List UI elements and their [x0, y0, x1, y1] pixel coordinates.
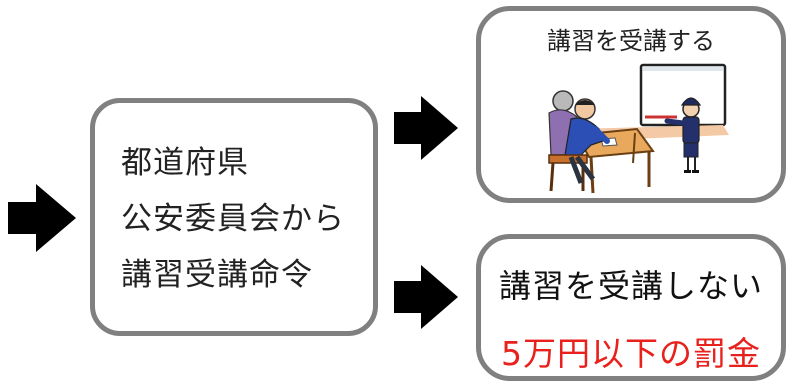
attend-lecture-box: 講習を受講する — [476, 6, 786, 203]
command-box: 都道府県 公安委員会から 講習受講命令 — [90, 98, 378, 336]
classroom-lecture-illustration — [548, 63, 729, 194]
main-line-3: 講習受講命令 — [121, 257, 313, 293]
not-attend-title: 講習を受講しない — [498, 267, 763, 305]
penalty-text: 5万円以下の罰金 — [501, 334, 761, 373]
arrow-right-icon — [394, 96, 458, 160]
not-attend-box: 講習を受講しない 5万円以下の罰金 — [476, 234, 786, 381]
main-line-1: 都道府県 — [121, 145, 249, 181]
main-line-2: 公安委員会から — [121, 201, 345, 237]
arrow-right-icon — [394, 265, 458, 329]
arrow-right-icon — [8, 184, 76, 252]
attend-lecture-label: 講習を受講する — [547, 27, 715, 55]
